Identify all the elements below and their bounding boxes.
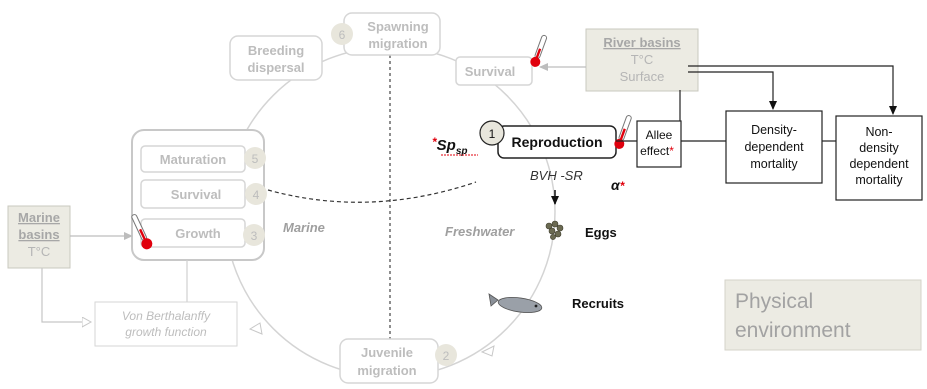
cycle-arrowhead-lower-right <box>480 345 495 357</box>
marine-survival-label: Survival <box>171 187 222 202</box>
spawner-label: *Spsp <box>432 135 468 157</box>
stage-number-5: 5 <box>252 152 259 166</box>
density-dependent-box <box>725 110 823 184</box>
marine-basins-line1: Marine <box>18 210 60 225</box>
density-dependent-line1: Density- <box>751 123 797 137</box>
spawning-migration-line2: migration <box>368 36 427 51</box>
arrow-to-von-berthalanffy <box>41 268 90 322</box>
juvenile-migration-line1: Juvenile <box>361 345 413 360</box>
fish-icon <box>488 293 543 313</box>
stage-number-6: 6 <box>339 28 346 42</box>
river-basins-title: River basins <box>603 35 680 50</box>
stage-number-3: 3 <box>251 229 258 243</box>
von-berthalanffy-box <box>94 301 238 347</box>
breeding-dispersal-line2: dispersal <box>247 60 304 75</box>
non-density-line4: mortality <box>855 173 903 187</box>
river-survival-label: Survival <box>465 64 516 79</box>
non-density-dependent-box <box>835 115 923 201</box>
density-dependent-line2: dependent <box>744 140 804 154</box>
von-berthalanffy-line2: growth function <box>125 325 207 339</box>
stage-badge-4 <box>245 183 267 205</box>
marine-label: Marine <box>283 220 325 235</box>
non-density-line2: density <box>859 141 899 155</box>
marine-basins-line2: basins <box>18 227 59 242</box>
arrow-to-density-dependent <box>688 71 777 110</box>
arrow-to-non-density <box>688 65 897 115</box>
stage-number-4: 4 <box>253 188 260 202</box>
non-density-line1: Non- <box>865 125 892 139</box>
river-basins-surface: Surface <box>620 69 665 84</box>
recruits-label: Recruits <box>572 296 624 311</box>
river-basins-temp: T°C <box>631 52 654 67</box>
growth-label: Growth <box>175 226 221 241</box>
physical-environment-line2: environment <box>735 319 851 342</box>
physical-environment-line1: Physical <box>735 290 813 313</box>
bvh-sr-label: BVH -SR <box>530 168 583 183</box>
spawning-migration-line1: Spawning <box>367 19 428 34</box>
reproduction-label: Reproduction <box>512 134 603 150</box>
marine-basins-box <box>7 205 71 269</box>
stage-number-1: 1 <box>489 127 496 141</box>
marine-basins-line3: T°C <box>28 244 51 259</box>
maturation-label: Maturation <box>160 152 227 167</box>
stage-badge-5 <box>244 147 266 169</box>
river-survival-box <box>455 56 533 86</box>
stage-number-2: 2 <box>443 349 450 363</box>
eggs-icon <box>545 220 564 240</box>
stage-badge-3 <box>243 224 265 246</box>
thermometer-icon <box>131 214 153 250</box>
eggs-label: Eggs <box>585 225 617 240</box>
allee-line2: effect* <box>640 144 674 158</box>
von-berthalanffy-line1: Von Berthalanffy <box>122 309 211 323</box>
alpha-label: α* <box>611 177 626 193</box>
thermometer-icon <box>530 34 548 67</box>
allee-effect-box <box>636 120 682 168</box>
juvenile-migration-line2: migration <box>357 363 416 378</box>
allee-line1: Allee <box>646 128 673 142</box>
breeding-dispersal-line1: Breeding <box>248 43 304 58</box>
freshwater-label: Freshwater <box>445 224 515 239</box>
density-dependent-line3: mortality <box>750 157 798 171</box>
stage-badge-2 <box>435 344 457 366</box>
breeding-dispersal-box <box>229 35 323 81</box>
stage-badge-1 <box>479 120 505 146</box>
cycle-arrowhead-bottom <box>248 322 263 335</box>
stage-badge-6 <box>331 23 353 45</box>
physical-environment-box <box>724 279 922 351</box>
dashed-link-survival-reproduction <box>267 181 477 203</box>
non-density-line3: dependent <box>849 157 909 171</box>
river-basins-box <box>585 28 699 92</box>
